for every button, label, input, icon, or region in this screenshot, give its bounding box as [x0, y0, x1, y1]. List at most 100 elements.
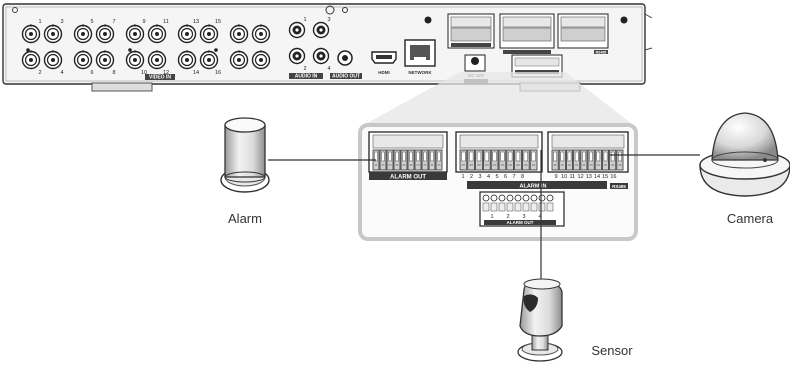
bnc-connector-1[interactable] — [21, 24, 41, 44]
rs485-terminal[interactable] — [616, 149, 624, 171]
alarm-in-number: 4 — [487, 174, 490, 180]
bnc-connector-extra-bottom[interactable] — [251, 50, 271, 70]
relay-terminal-screw[interactable] — [506, 194, 514, 212]
rs485-terminal[interactable] — [558, 149, 566, 171]
alarm-out-terminal[interactable] — [407, 149, 415, 171]
bnc-connector-12[interactable] — [147, 50, 167, 70]
alarm-in-terminal[interactable] — [498, 149, 507, 171]
relay-terminal-screw[interactable] — [490, 194, 498, 212]
alarm-in-number: 10 — [561, 174, 567, 180]
alarm-out-terminal[interactable] — [428, 149, 436, 171]
bnc-connector-13[interactable] — [177, 24, 197, 44]
relay-terminal-screw[interactable] — [522, 194, 530, 212]
audio-number: 2 — [303, 66, 306, 72]
bnc-connector-14[interactable] — [177, 50, 197, 70]
relay-terminal-screw[interactable] — [514, 194, 522, 212]
relay-number: 3 — [522, 214, 525, 220]
bnc-number: 13 — [193, 19, 199, 25]
bnc-number: 10 — [141, 70, 147, 76]
bnc-connector-11[interactable] — [147, 24, 167, 44]
bnc-connector-extra-top[interactable] — [229, 24, 249, 44]
bnc-connector-10[interactable] — [125, 50, 145, 70]
bnc-number: 6 — [90, 70, 93, 76]
alarm-in-number: 1 — [461, 174, 464, 180]
audio-out-jack — [337, 50, 353, 66]
rs485-terminal[interactable] — [573, 149, 581, 171]
camera-caption: Camera — [727, 211, 774, 226]
relay-terminal-screw[interactable] — [538, 194, 546, 212]
alarm-out-terminal[interactable] — [414, 149, 422, 171]
alarm-in-number: 13 — [586, 174, 592, 180]
alarm-in-number: 14 — [594, 174, 600, 180]
alarm-in-number: 9 — [554, 174, 557, 180]
relay-number: 4 — [538, 214, 541, 220]
relay-terminal-screw[interactable] — [530, 194, 538, 212]
alarm-out-terminal[interactable] — [435, 149, 443, 171]
alarm-out-terminal[interactable] — [393, 149, 401, 171]
bnc-number: 8 — [112, 70, 115, 76]
relay-terminal-screw[interactable] — [482, 194, 490, 212]
audio-in-jack-1[interactable] — [288, 21, 306, 39]
audio-number: 1 — [303, 17, 306, 23]
rs485-label: RS485 — [612, 184, 626, 189]
bnc-connector-8[interactable] — [95, 50, 115, 70]
bnc-number: 15 — [215, 19, 221, 25]
rs485-terminal[interactable] — [609, 149, 617, 171]
alarm-in-terminal[interactable] — [482, 149, 491, 171]
hdmi-port[interactable] — [371, 51, 397, 64]
audio-out-label: AUDIO OUT — [332, 74, 360, 80]
alarm-in-terminal[interactable] — [514, 149, 522, 171]
alarm-in-terminal[interactable] — [506, 149, 514, 171]
bnc-connector-9[interactable] — [125, 24, 145, 44]
rs485-terminal[interactable] — [587, 149, 595, 171]
rs485-terminal[interactable] — [594, 149, 602, 171]
bnc-connector-3[interactable] — [43, 24, 63, 44]
camera-device-icon — [699, 112, 790, 197]
bnc-connector-16[interactable] — [199, 50, 219, 70]
rs485-terminal[interactable] — [580, 149, 588, 171]
bnc-connector-extra-top[interactable] — [251, 24, 271, 44]
alarm-out-terminal[interactable] — [386, 149, 394, 171]
bnc-connector-2[interactable] — [21, 50, 41, 70]
alarm-in-terminal[interactable] — [490, 149, 499, 171]
cables — [268, 150, 700, 290]
network-port[interactable] — [404, 39, 436, 67]
bnc-connector-15[interactable] — [199, 24, 219, 44]
bnc-connector-7[interactable] — [95, 24, 115, 44]
alarm-in-terminal[interactable] — [522, 149, 530, 171]
alarm-in-number: 16 — [610, 174, 616, 180]
rs485-terminal[interactable] — [602, 149, 610, 171]
rs485-terminal[interactable] — [551, 149, 559, 171]
alarm-out-terminal[interactable] — [379, 149, 387, 171]
video-in-label: VIDEO IN — [149, 75, 171, 81]
panel-rs485-label: RS485 — [596, 50, 607, 54]
dc-power-jack[interactable] — [464, 54, 486, 72]
rs485-terminal[interactable] — [566, 149, 574, 171]
alarm-in-terminal[interactable] — [529, 149, 538, 171]
relay-number: 1 — [490, 214, 493, 220]
alarm-in-number: 12 — [578, 174, 584, 180]
relay-terminal-screw[interactable] — [546, 194, 554, 212]
audio-in-jack-4[interactable] — [312, 47, 330, 65]
bnc-connector-extra-bottom[interactable] — [229, 50, 249, 70]
zoom-alarm-in-block — [455, 131, 543, 173]
alarm-out-terminal[interactable] — [400, 149, 408, 171]
alarm-in-terminal[interactable] — [459, 149, 468, 171]
alarm-out-label: ALARM OUT — [390, 175, 426, 181]
audio-in-jack-2[interactable] — [288, 47, 306, 65]
bnc-connector-4[interactable] — [43, 50, 63, 70]
alarm-out-terminal[interactable] — [421, 149, 429, 171]
alarm-in-terminal[interactable] — [475, 149, 483, 171]
zoom-alarm-out-block: ALARM OUT — [368, 131, 448, 181]
alarm-in-label: ALARM IN — [520, 184, 547, 190]
alarm-in-terminal[interactable] — [467, 149, 475, 171]
bnc-connector-5[interactable] — [73, 24, 93, 44]
bnc-connector-6[interactable] — [73, 50, 93, 70]
audio-in-jack-3[interactable] — [312, 21, 330, 39]
relay-terminal-screw[interactable] — [498, 194, 506, 212]
alarm-in-number: 2 — [470, 174, 473, 180]
